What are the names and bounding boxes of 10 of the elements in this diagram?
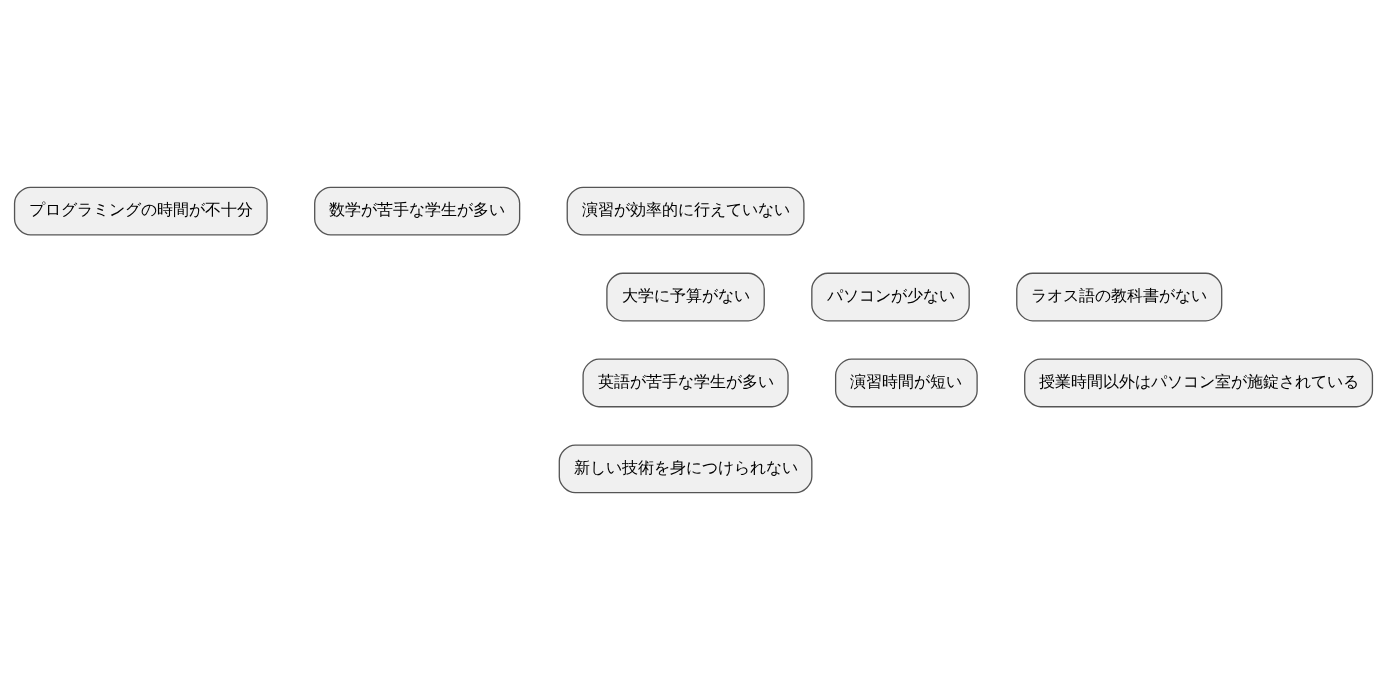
- node-box: 大学に予算がない: [606, 272, 765, 321]
- node-box: プログラミングの時間が不十分: [13, 186, 268, 236]
- node-box: 演習が効率的に行えていない: [566, 186, 805, 236]
- node-box: 英語が苦手な学生が多い: [582, 358, 789, 407]
- node-box: 新しい技術を身につけられない: [558, 443, 813, 493]
- node-box: 数学が苦手な学生が多い: [314, 186, 521, 236]
- node-box: 授業時間以外はパソコン室が施錠されている: [1024, 358, 1374, 407]
- node-box: パソコンが少ない: [811, 272, 970, 321]
- node-box: 演習時間が短い: [834, 358, 978, 407]
- node-box: ラオス語の教科書がない: [1016, 272, 1223, 321]
